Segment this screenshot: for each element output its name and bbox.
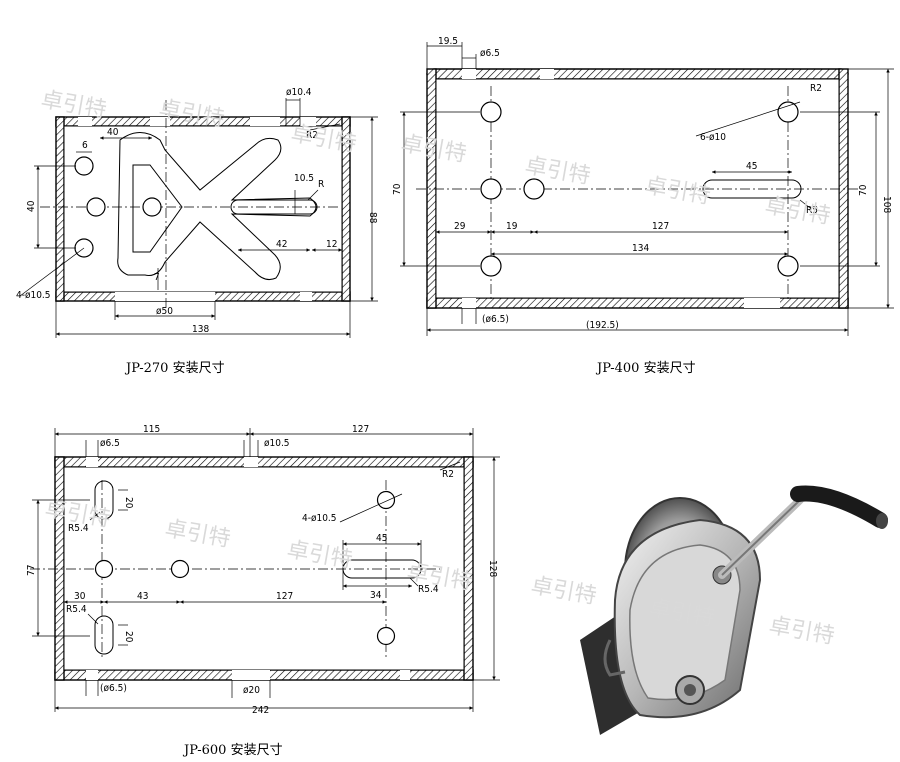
dim-label: 6 [82, 140, 88, 151]
dim-label: 40 [107, 127, 119, 138]
dim-label: 4-ø10.5 [16, 290, 51, 301]
dim-label: R [318, 179, 324, 190]
jp600-hole [94, 559, 114, 579]
dim-label: R5 [806, 205, 818, 216]
dim-label: 70 [392, 183, 403, 195]
dim-label: R2 [306, 130, 318, 141]
dim-label: R2 [810, 83, 822, 94]
watermark: 卓引特 [529, 573, 598, 609]
jp400-right-wall [838, 68, 849, 309]
dim-label: R5.4 [418, 584, 439, 595]
dim-label: R5.4 [66, 604, 87, 615]
jp270-caption: JP-270 安装尺寸 [124, 361, 225, 376]
dim-label: ø10.5 [264, 438, 290, 449]
jp600-left-wall [54, 456, 65, 681]
dim-label: 45 [376, 533, 387, 544]
dim-label: 12 [326, 239, 337, 250]
dim-label: ø20 [243, 685, 260, 696]
dim-label: 77 [26, 565, 37, 576]
dim-label: 19.5 [438, 36, 458, 47]
jp270-hole [86, 197, 106, 217]
dim-label: 128 [487, 560, 498, 577]
dim-label: ø50 [156, 306, 173, 317]
dim-label: ø6.5 [480, 48, 500, 59]
dim-label: R5.4 [68, 523, 89, 534]
jp270-inner-triangle [132, 164, 183, 253]
jp600-slot [94, 615, 114, 655]
jp600-hole [170, 559, 190, 579]
dim-label: 7 [154, 272, 160, 283]
dim-label: 45 [746, 161, 757, 172]
jp600-top-wall [54, 456, 474, 468]
jp400-top-wall [426, 68, 849, 80]
dim-label: 4-ø10.5 [302, 513, 337, 524]
dim-label: 127 [276, 591, 293, 602]
jp400-slot [702, 179, 802, 199]
dim-label: (ø6.5) [100, 683, 127, 694]
dim-label: 40 [26, 200, 37, 212]
jp400-left-wall [426, 68, 437, 309]
drawing-jp600: 115 127 ø6.5 ø10.5 R2 20 R5.4 4-ø10.5 45… [26, 424, 500, 758]
jp400-bottom-wall [426, 297, 849, 309]
jp270-x-opening [117, 132, 317, 280]
jp600-hole [376, 490, 396, 510]
dim-label: 127 [352, 424, 369, 435]
dim-label: 108 [881, 196, 892, 213]
dim-label: 19 [506, 221, 518, 232]
watermark: 卓引特 [39, 87, 108, 123]
jp270-left-wall [55, 116, 65, 302]
dim-label: R2 [442, 469, 454, 480]
dim-label: 43 [137, 591, 148, 602]
dim-label: (192.5) [586, 320, 619, 331]
jp400-hole [777, 101, 799, 123]
dim-label: 70 [858, 184, 869, 196]
jp400-hole [480, 178, 502, 200]
jp400-caption: JP-400 安装尺寸 [595, 361, 696, 376]
dim-label: 34 [370, 590, 382, 601]
jp600-slot [94, 480, 114, 520]
dim-label: 88 [367, 212, 378, 224]
dim-label: ø6.5 [100, 438, 120, 449]
jp400-hole [480, 101, 502, 123]
jp270-hole [142, 197, 162, 217]
jp600-hole [376, 626, 396, 646]
jp270-hole [74, 156, 94, 176]
dim-label: 115 [143, 424, 160, 435]
dim-label: 20 [123, 497, 134, 509]
dim-label: (ø6.5) [482, 314, 509, 325]
winch-photo [580, 485, 888, 735]
dim-label: 29 [454, 221, 466, 232]
dim-label: 138 [192, 324, 209, 335]
dim-label: 6-ø10 [700, 132, 726, 143]
dim-label: ø10.4 [286, 87, 312, 98]
dim-label: 242 [252, 705, 269, 716]
dim-label: 10.5 [294, 173, 314, 184]
drawing-jp270: ø10.4 R2 40 6 40 10.5 R 88 42 12 7 4-ø10… [16, 87, 378, 376]
jp400-hole [480, 255, 502, 277]
dim-label: 30 [74, 591, 86, 602]
dim-label: 127 [652, 221, 669, 232]
jp400-hole [523, 178, 545, 200]
jp600-slot [342, 559, 422, 579]
winch-handle-grip [790, 485, 888, 528]
dim-label: 20 [123, 631, 134, 643]
jp600-caption: JP-600 安装尺寸 [182, 743, 283, 758]
dim-label: 42 [276, 239, 287, 250]
drawing-jp400: 19.5 ø6.5 R2 6-ø10 45 70 70 108 R5 29 19… [392, 36, 894, 376]
dim-label: 134 [632, 243, 649, 254]
watermark: 卓引特 [767, 613, 836, 649]
jp400-hole [777, 255, 799, 277]
